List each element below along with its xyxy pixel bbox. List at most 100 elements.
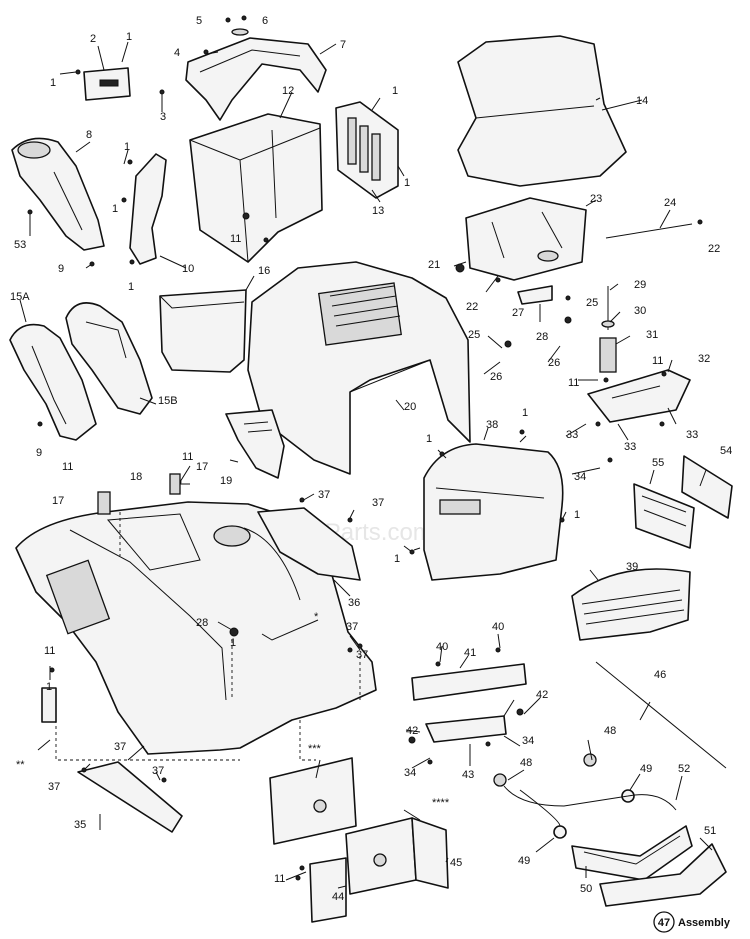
- callout-1: 1: [46, 681, 52, 693]
- callout-54: 54: [720, 445, 732, 457]
- callout-1: 1: [392, 85, 398, 97]
- part-wire-52: [493, 753, 677, 827]
- part-fender-15a: [9, 323, 97, 441]
- callout-37: 37: [48, 781, 60, 793]
- callout-11: 11: [44, 645, 55, 657]
- callout-21: 21: [428, 259, 440, 271]
- assembly-circle: [653, 911, 675, 933]
- callout-37: 37: [114, 741, 126, 753]
- callout-33: 33: [624, 441, 636, 453]
- callout-48: 48: [520, 757, 532, 769]
- callout-26: 26: [490, 371, 502, 383]
- part-plate-23: [465, 197, 587, 281]
- part-grille-housing-38: [423, 443, 564, 581]
- part-bracket-19: [225, 409, 285, 479]
- callout-11: 11: [652, 355, 663, 367]
- callout-37: 37: [372, 497, 384, 509]
- callout-28: 28: [536, 331, 548, 343]
- part-bumper-50: [571, 825, 693, 881]
- callout-34: 34: [404, 767, 416, 779]
- callout-37: 37: [346, 621, 358, 633]
- assembly-badge: 47 Assembly: [653, 911, 731, 933]
- part-plate-36: [257, 507, 361, 581]
- leader-lines: [19, 41, 713, 889]
- callout-32: 32: [698, 353, 710, 365]
- callout-55: 55: [652, 457, 664, 469]
- callout-6: 6: [262, 15, 268, 27]
- part-bar-41: [411, 663, 527, 701]
- callout-53: 53: [14, 239, 26, 251]
- part-plate-32: [587, 369, 691, 423]
- callout-11: 11: [274, 873, 285, 885]
- part-bracket-27: [517, 285, 553, 305]
- callout-34: 34: [574, 471, 586, 483]
- callout-15a: 15A: [10, 291, 30, 303]
- callout-22: 22: [466, 301, 478, 313]
- part-light-54: [681, 455, 733, 519]
- callout-41: 41: [464, 647, 476, 659]
- callout-9: 9: [58, 263, 64, 275]
- callout-double-star: **: [16, 759, 25, 771]
- callout-39: 39: [626, 561, 638, 573]
- callout-37: 37: [152, 765, 164, 777]
- part-housing-12: [189, 113, 323, 263]
- callout-42: 42: [536, 689, 548, 701]
- callout-48: 48: [604, 725, 616, 737]
- part-rod-46: [595, 661, 727, 769]
- callout-4: 4: [174, 47, 180, 59]
- callout-17: 17: [196, 461, 208, 473]
- callout-45: 45: [450, 857, 462, 869]
- part-rod-24: [605, 223, 693, 239]
- callout-23: 23: [590, 193, 602, 205]
- callout-triple-star: ***: [308, 743, 322, 755]
- callout-50: 50: [580, 883, 592, 895]
- callout-15b: 15B: [158, 395, 178, 407]
- part-cover-7: [185, 37, 327, 121]
- part-grille-39: [571, 568, 691, 641]
- callout-26: 26: [548, 357, 560, 369]
- callout-33: 33: [686, 429, 698, 441]
- callout-51: 51: [704, 825, 716, 837]
- part-hood-20: [247, 261, 471, 475]
- callout-1: 1: [230, 637, 236, 649]
- callout-quad-star: ****: [432, 797, 450, 809]
- callout-35: 35: [74, 819, 86, 831]
- callout-42: 42: [406, 725, 418, 737]
- part-dash-pod-8: [11, 137, 105, 251]
- part-bracket-45: [345, 817, 449, 895]
- callout-1: 1: [128, 281, 134, 293]
- callout-1: 1: [124, 141, 130, 153]
- assembly-number: 47: [658, 917, 670, 929]
- part-body-18: [15, 501, 377, 755]
- guide-lines: [55, 512, 361, 761]
- assembly-text: Assembly: [678, 917, 731, 929]
- callout-11: 11: [568, 377, 579, 389]
- callout-11: 11: [230, 233, 241, 245]
- callout-25: 25: [468, 329, 480, 341]
- callout-38: 38: [486, 419, 498, 431]
- callout-52: 52: [678, 763, 690, 775]
- callout-46: 46: [654, 669, 666, 681]
- hardware-fasteners: [27, 15, 703, 881]
- callout-1: 1: [404, 177, 410, 189]
- part-light-55: [633, 483, 695, 549]
- callout-31: 31: [646, 329, 658, 341]
- callout-1: 1: [574, 509, 580, 521]
- callout-1: 1: [394, 553, 400, 565]
- callout-24: 24: [664, 197, 676, 209]
- callout-14: 14: [636, 95, 648, 107]
- part-bracket-triple-star: [269, 757, 357, 845]
- callout-5: 5: [196, 15, 202, 27]
- callout-27: 27: [512, 307, 524, 319]
- part-seat-14: [457, 35, 627, 187]
- part-plate-2: [83, 67, 131, 101]
- callout-3: 3: [160, 111, 166, 123]
- callout-1: 1: [426, 433, 432, 445]
- part-bracket-10: [129, 153, 167, 265]
- callout-29: 29: [634, 279, 646, 291]
- part-fender-15b: [65, 302, 153, 415]
- callout-19: 19: [220, 475, 232, 487]
- callout-49: 49: [640, 763, 652, 775]
- callout-12: 12: [282, 85, 294, 97]
